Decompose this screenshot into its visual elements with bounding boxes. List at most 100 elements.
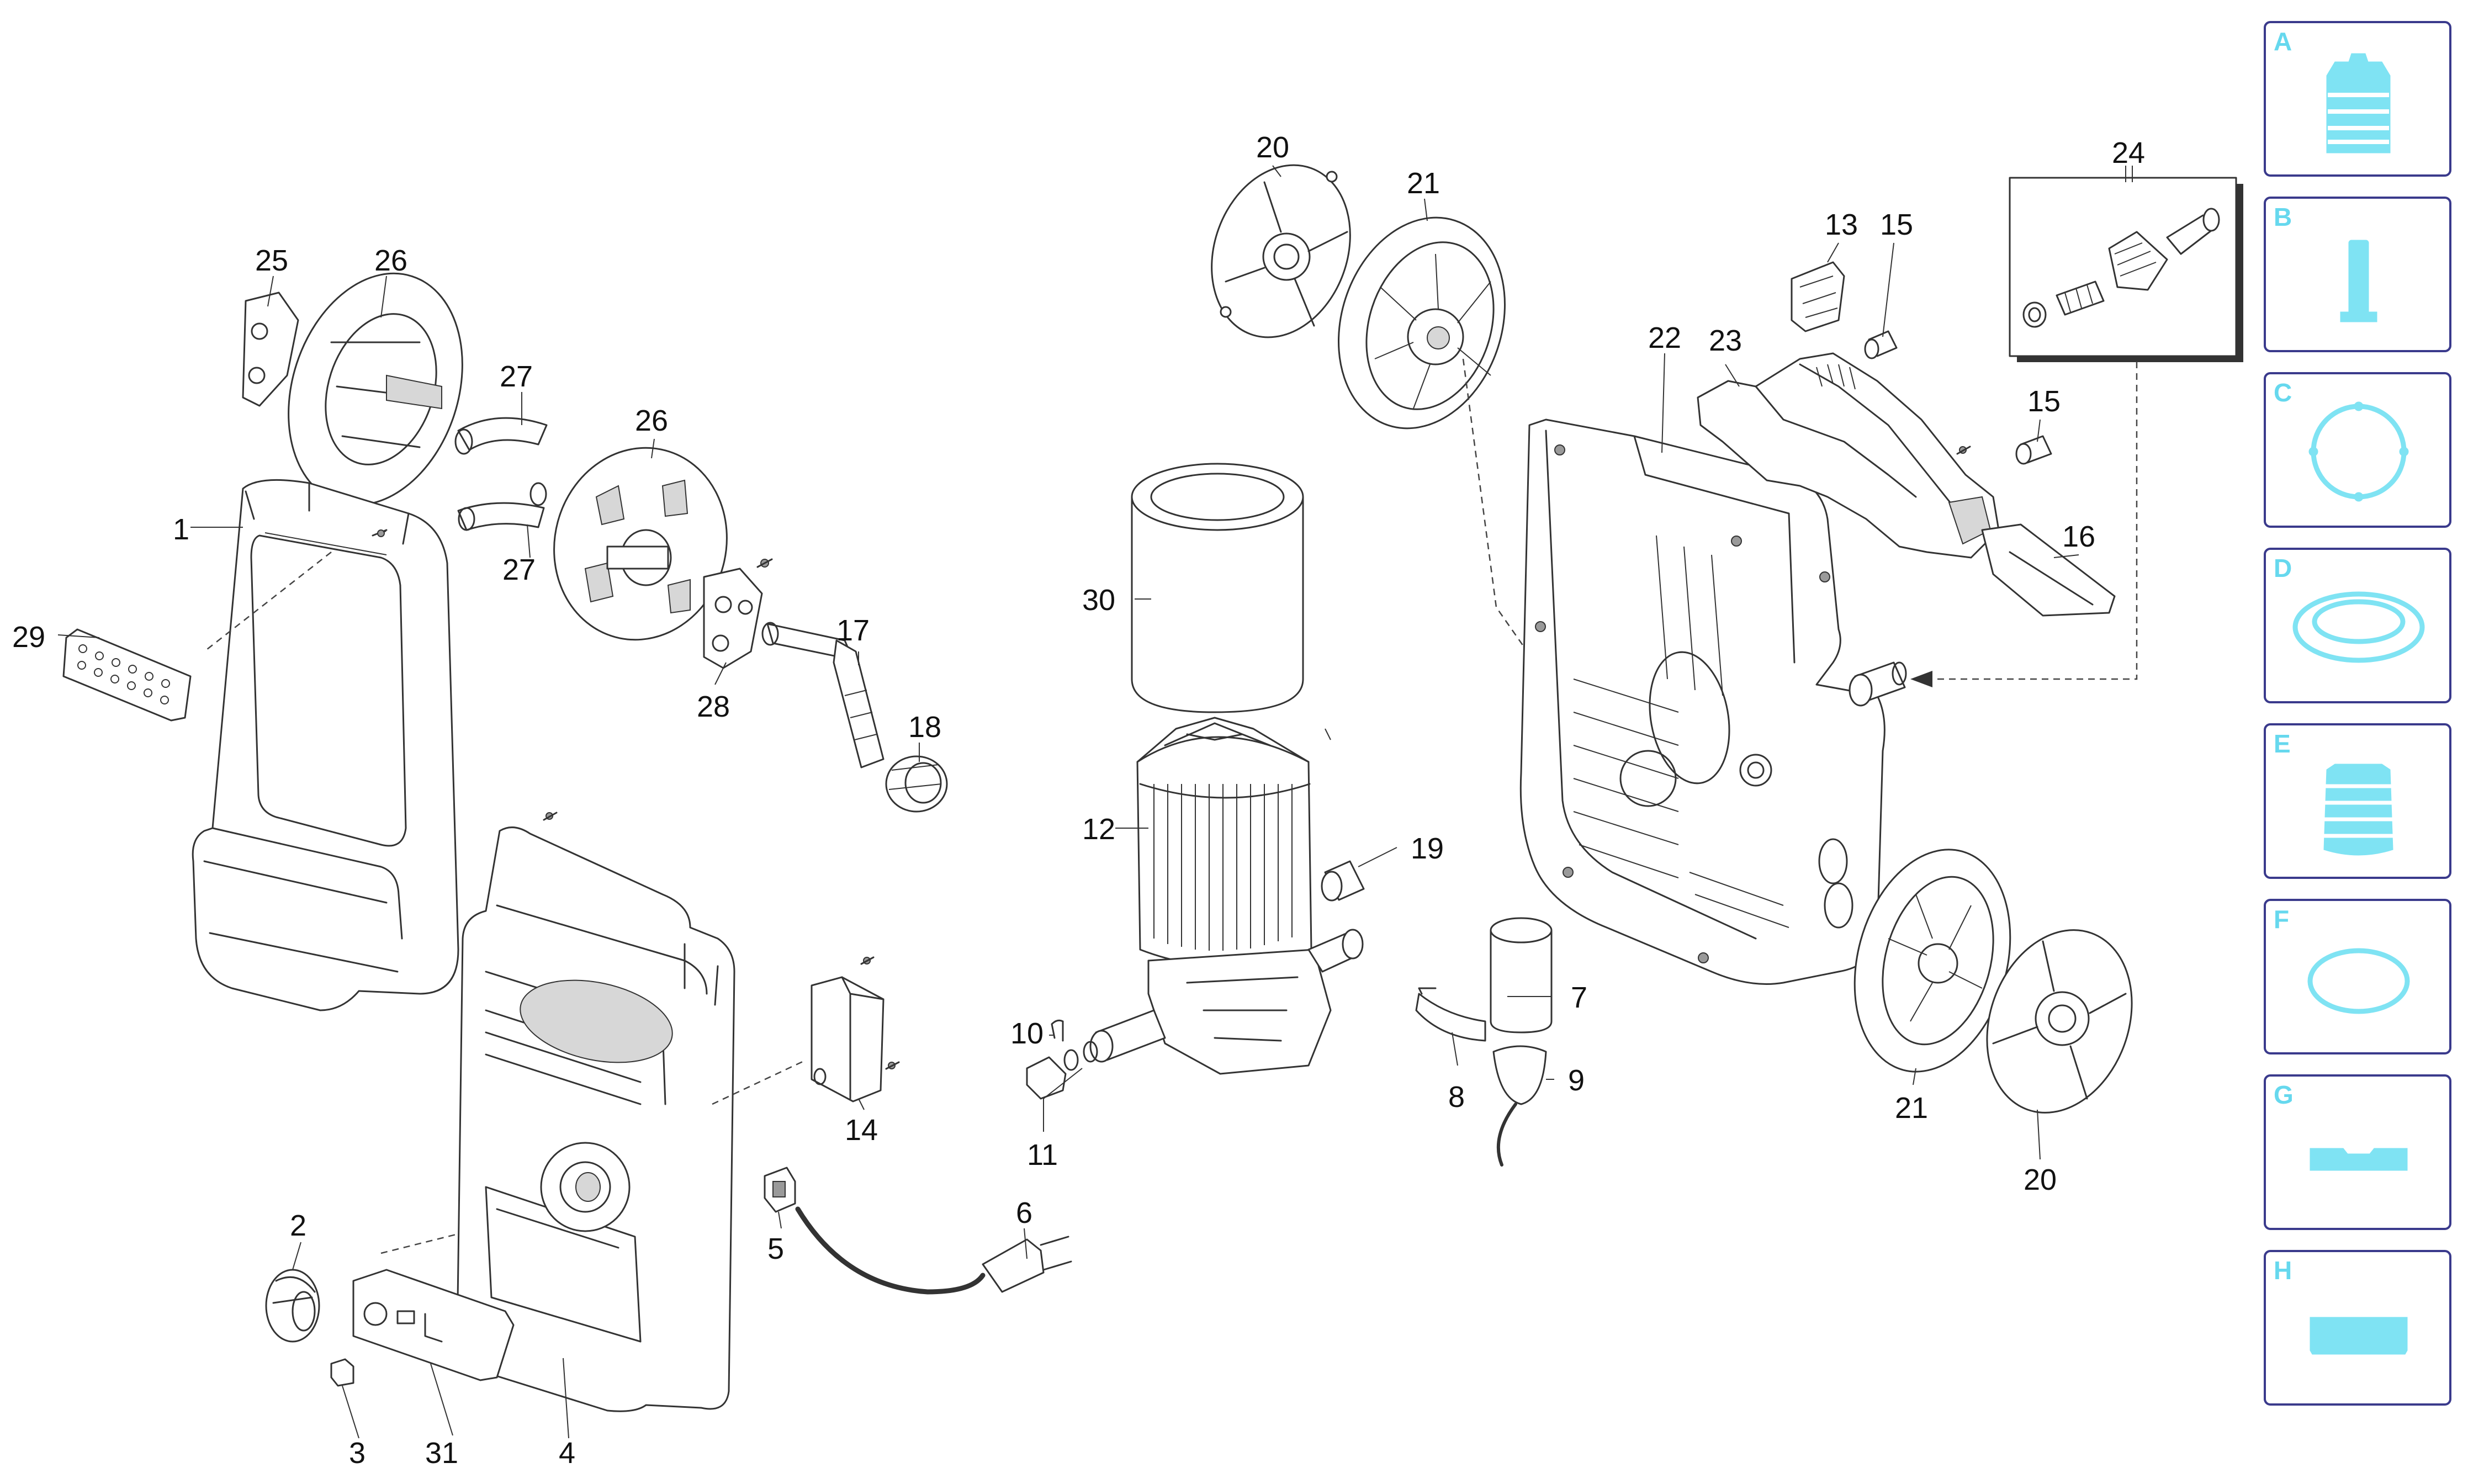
panel-letter-g: G (2274, 1080, 2294, 1109)
part-16-strap (1981, 523, 2116, 617)
part-18-knob (885, 755, 948, 813)
callout-26-lower: 26 (635, 404, 668, 437)
part-30-cylinder (1131, 463, 1304, 713)
part-31-label-panel (352, 1269, 515, 1381)
callout-5: 5 (767, 1232, 784, 1265)
part-26-reel-lower (553, 447, 728, 641)
panel-letter-b: B (2274, 203, 2292, 231)
callout-30: 30 (1082, 584, 1115, 617)
callout-15-lower: 15 (2027, 385, 2061, 418)
callout-21-lower: 21 (1895, 1091, 1928, 1125)
washer-icon (2292, 591, 2425, 663)
callout-20-upper: 20 (1256, 131, 1289, 164)
part-12-motor (1089, 717, 1364, 1075)
housing-inlet-coupling (1849, 661, 1907, 707)
callout-16: 16 (2062, 520, 2095, 553)
part-13-clip (1791, 261, 1845, 332)
callout-1: 1 (173, 513, 189, 546)
callout-21-upper: 21 (1407, 167, 1440, 200)
screw-icons-left (372, 529, 900, 1070)
part-10-clip (1051, 1019, 1064, 1042)
callout-19: 19 (1411, 832, 1444, 865)
callout-11: 11 (1027, 1138, 1058, 1172)
part-21-wheel-upper (1338, 216, 1506, 430)
callout-27-lower: 27 (502, 553, 536, 586)
legend-panel-g: G (2264, 1074, 2451, 1230)
callout-labels: 1 29 25 26 27 26 27 28 17 18 2 3 31 4 14… (12, 131, 2145, 1470)
callout-4: 4 (559, 1437, 575, 1470)
legend-panel-h: H (2264, 1250, 2451, 1406)
part-27-clip-upper (454, 417, 548, 455)
panel-letter-d: D (2274, 554, 2292, 582)
callout-17: 17 (836, 614, 870, 647)
callout-8: 8 (1448, 1080, 1465, 1114)
part-2-knob (265, 1269, 320, 1343)
pin-icon (2340, 240, 2377, 322)
part-3-insert (330, 1358, 354, 1387)
callout-31: 31 (425, 1437, 458, 1470)
part-9-filter (1492, 1045, 1547, 1167)
part-29-grip-pad (62, 628, 192, 722)
callout-27-upper: 27 (500, 360, 533, 393)
callout-22: 22 (1648, 321, 1681, 354)
callout-9: 9 (1568, 1064, 1585, 1097)
part-26-reel-upper (288, 272, 463, 506)
callout-15-upper: 15 (1880, 208, 1913, 241)
callout-20-lower: 20 (2024, 1163, 2057, 1196)
o-ring-icon (2307, 948, 2410, 1014)
cup-seal-icon (2326, 53, 2391, 153)
part-24-connector-kit (2009, 177, 2243, 362)
callout-26-upper: 26 (374, 244, 407, 277)
panel-letter-h: H (2274, 1256, 2292, 1285)
part-8-clamp (1415, 987, 1486, 1042)
legend-panel-a: A (2264, 21, 2451, 177)
legend-panel-d: D (2264, 548, 2451, 703)
panel-letter-a: A (2274, 27, 2292, 56)
part-1-upper-frame (192, 479, 459, 1011)
legend-panel-b: B (2264, 197, 2451, 352)
part-15-bushing-lower (1956, 435, 2052, 465)
bellows-icon (2323, 764, 2393, 856)
callout-3: 3 (349, 1437, 366, 1470)
callout-25: 25 (255, 244, 288, 277)
ring-bracket-icon (2308, 401, 2409, 502)
callout-6: 6 (1016, 1196, 1032, 1229)
part-20-wheel-cap-upper (1211, 164, 1351, 338)
part-7-canister (1490, 917, 1553, 1034)
part-27-clip-lower (457, 482, 547, 531)
callout-12: 12 (1082, 813, 1115, 846)
legend-panel-c: C (2264, 372, 2451, 528)
callout-13: 13 (1825, 208, 1858, 241)
leader-lines (57, 165, 2133, 1439)
part-19-coupling (1321, 860, 1365, 902)
callout-10: 10 (1010, 1017, 1044, 1050)
part-11-valve (1026, 1041, 1098, 1100)
part-17-crank (761, 622, 885, 768)
part-15-bushing-upper (1864, 330, 1898, 359)
panel-letter-f: F (2274, 905, 2290, 934)
panel-letter-e: E (2274, 729, 2291, 758)
part-5-switch (764, 1167, 796, 1213)
callout-14: 14 (845, 1114, 878, 1147)
callout-28: 28 (697, 690, 730, 723)
block-icon (2310, 1317, 2408, 1355)
part-20-wheel-cap-lower (1986, 929, 2133, 1114)
callout-7: 7 (1571, 981, 1587, 1014)
callout-29: 29 (12, 621, 45, 654)
part-28-bracket (703, 568, 763, 669)
part-14-electronic-box (811, 976, 885, 1103)
callout-24: 24 (2112, 136, 2145, 169)
callout-2: 2 (290, 1209, 306, 1242)
panel-letter-c: C (2274, 378, 2292, 407)
part-4-front-housing (456, 826, 735, 1412)
part-25-bracket (242, 292, 299, 407)
flat-seal-icon (2310, 1148, 2408, 1171)
part-6-power-cable (795, 1206, 1072, 1295)
part-23-handle (1697, 352, 2000, 559)
callout-23: 23 (1709, 324, 1742, 357)
callout-18: 18 (908, 711, 941, 744)
legend-panel-e: E (2264, 723, 2451, 879)
legend-panel-f: F (2264, 899, 2451, 1054)
part-22-main-housing (1519, 418, 1886, 985)
